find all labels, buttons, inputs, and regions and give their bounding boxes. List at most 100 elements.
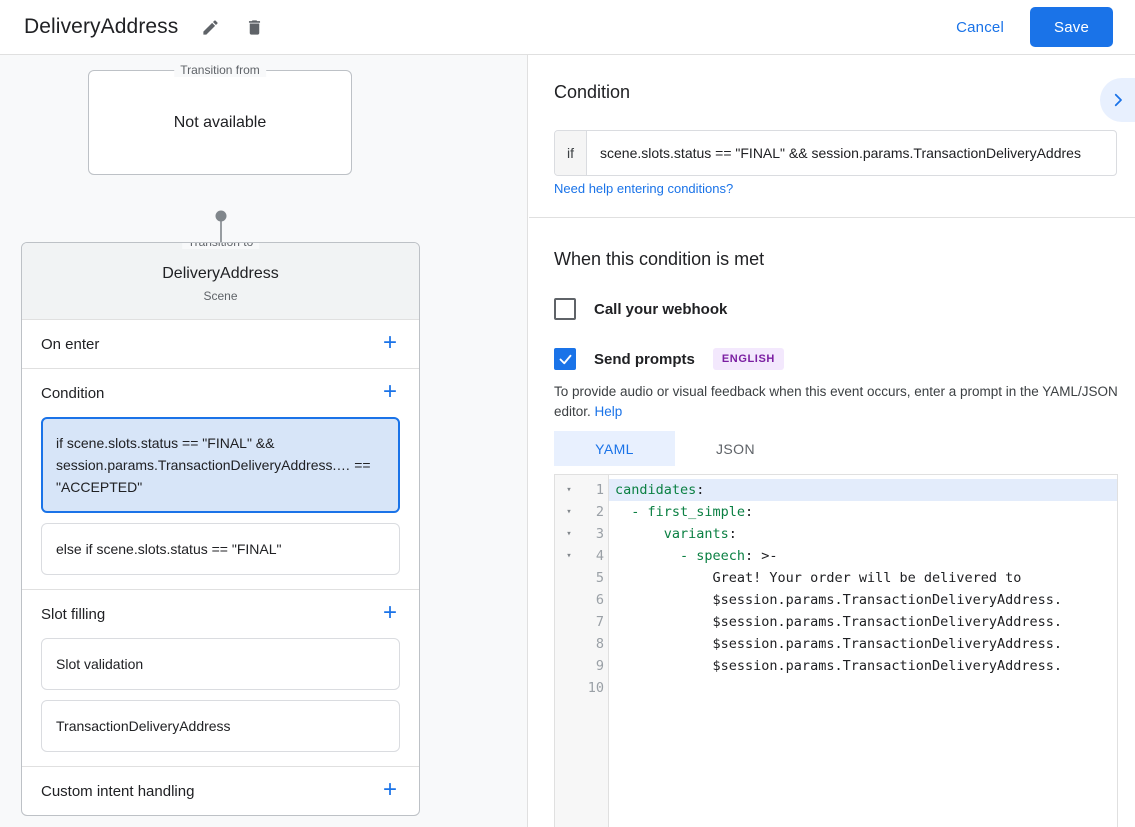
fold-toggle-icon[interactable]: ▾ bbox=[566, 485, 572, 495]
section-header: Custom intent handling + bbox=[22, 767, 419, 815]
tab-json[interactable]: JSON bbox=[716, 440, 755, 457]
condition-block: Condition if scene.slots.status == "FINA… bbox=[529, 55, 1135, 218]
code-line[interactable]: $session.params.TransactionDeliveryAddre… bbox=[609, 655, 1117, 677]
code-line[interactable]: candidates: bbox=[609, 479, 1117, 501]
call-webhook-label: Call your webhook bbox=[594, 300, 728, 318]
list-item-selected[interactable]: if scene.slots.status == "FINAL" && sess… bbox=[41, 417, 400, 513]
condition-detail-panel: Condition if scene.slots.status == "FINA… bbox=[529, 55, 1135, 827]
code-line-numbers: 1 2 3 4 5 6 7 8 9 10 bbox=[583, 475, 609, 827]
line-number: 3 bbox=[595, 526, 604, 542]
send-prompts-checkbox[interactable] bbox=[554, 348, 576, 370]
add-item-plus-icon[interactable]: + bbox=[382, 776, 397, 803]
yaml-code-editor[interactable]: ▾ ▾ ▾ ▾ 1 2 3 4 5 6 7 8 9 10 candidates: - first_sim… bbox=[554, 474, 1118, 827]
scene-graph-panel: Transition from Not available Transition… bbox=[0, 55, 528, 827]
line-number: 8 bbox=[595, 636, 604, 652]
prompt-description: To provide audio or visual feedback when… bbox=[554, 382, 1120, 422]
yaml-punct: : bbox=[745, 504, 754, 520]
list-item[interactable]: else if scene.slots.status == "FINAL" bbox=[41, 523, 400, 575]
fold-toggle-icon[interactable]: ▾ bbox=[566, 507, 572, 517]
section-header: On enter + bbox=[22, 320, 419, 368]
code-line[interactable] bbox=[609, 677, 1117, 699]
line-number: 6 bbox=[595, 592, 604, 608]
prompt-description-text: To provide audio or visual feedback when… bbox=[554, 384, 1118, 419]
section-title: Custom intent handling bbox=[41, 782, 195, 800]
call-webhook-checkbox[interactable] bbox=[554, 298, 576, 320]
fold-toggle-icon[interactable]: ▾ bbox=[566, 551, 572, 561]
fold-gutter-blank bbox=[555, 589, 583, 611]
add-item-plus-icon[interactable]: + bbox=[382, 378, 397, 405]
section-title: Condition bbox=[41, 384, 105, 402]
condition-expression-value[interactable]: scene.slots.status == "FINAL" && session… bbox=[600, 145, 1081, 161]
yaml-text: $session.params.TransactionDeliveryAddre… bbox=[615, 636, 1063, 652]
list-item[interactable]: TransactionDeliveryAddress bbox=[41, 700, 400, 752]
transition-from-value: Not available bbox=[173, 113, 267, 131]
code-line[interactable]: $session.params.TransactionDeliveryAddre… bbox=[609, 611, 1117, 633]
line-number: 10 bbox=[587, 680, 604, 696]
check-icon bbox=[559, 354, 571, 364]
fold-gutter-blank bbox=[555, 611, 583, 633]
section-title: On enter bbox=[41, 335, 100, 353]
send-prompts-label: Send prompts bbox=[594, 350, 695, 368]
condition-help-link[interactable]: Need help entering conditions? bbox=[554, 181, 734, 196]
editor-format-tabs: YAML JSON bbox=[554, 431, 796, 466]
code-line[interactable]: variants: bbox=[609, 523, 1117, 545]
send-prompts-checkbox-row[interactable]: Send prompts ENGLISH bbox=[554, 348, 784, 370]
condition-input[interactable]: if scene.slots.status == "FINAL" && sess… bbox=[554, 130, 1117, 176]
cancel-button[interactable]: Cancel bbox=[944, 10, 1016, 45]
code-content[interactable]: candidates: - first_simple: variants: - … bbox=[609, 475, 1117, 827]
code-line[interactable]: $session.params.TransactionDeliveryAddre… bbox=[609, 633, 1117, 655]
chevron-right-icon[interactable] bbox=[1100, 78, 1135, 122]
section-header: Condition + bbox=[22, 369, 419, 417]
fold-gutter-blank bbox=[555, 567, 583, 589]
tab-yaml[interactable]: YAML bbox=[554, 431, 675, 466]
add-item-plus-icon[interactable]: + bbox=[382, 599, 397, 626]
language-badge: ENGLISH bbox=[712, 348, 784, 370]
section-header: Slot filling + bbox=[22, 590, 419, 638]
code-line[interactable]: $session.params.TransactionDeliveryAddre… bbox=[609, 589, 1117, 611]
fold-gutter-blank bbox=[555, 677, 583, 699]
top-app-bar: DeliveryAddress Cancel Save bbox=[0, 0, 1135, 55]
list-item[interactable]: Slot validation bbox=[41, 638, 400, 690]
condition-heading: Condition bbox=[554, 82, 631, 102]
save-button[interactable]: Save bbox=[1030, 7, 1113, 47]
fold-toggle-icon[interactable]: ▾ bbox=[566, 529, 572, 539]
fold-gutter-blank bbox=[555, 655, 583, 677]
yaml-text: $session.params.TransactionDeliveryAddre… bbox=[615, 658, 1063, 674]
code-line[interactable]: - first_simple: bbox=[609, 501, 1117, 523]
scene-header[interactable]: DeliveryAddress Scene bbox=[22, 243, 419, 320]
pencil-icon[interactable] bbox=[198, 15, 222, 39]
section-items: if scene.slots.status == "FINAL" && sess… bbox=[22, 417, 419, 589]
transition-from-legend: Transition from bbox=[174, 63, 266, 77]
yaml-punct: : bbox=[696, 482, 705, 498]
line-number: 4 bbox=[595, 548, 604, 564]
yaml-text: Great! Your order will be delivered to bbox=[615, 570, 1022, 586]
section-title: Slot filling bbox=[41, 605, 106, 623]
yaml-key: candidates bbox=[615, 482, 697, 498]
yaml-text: $session.params.TransactionDeliveryAddre… bbox=[615, 614, 1063, 630]
transition-from-box: Transition from Not available bbox=[88, 63, 352, 175]
when-condition-met-heading: When this condition is met bbox=[554, 249, 765, 269]
webhook-checkbox-row[interactable]: Call your webhook bbox=[554, 298, 727, 320]
line-number: 9 bbox=[595, 658, 604, 674]
yaml-text: $session.params.TransactionDeliveryAddre… bbox=[615, 592, 1063, 608]
line-number: 5 bbox=[595, 570, 604, 586]
scene-section: On enter + bbox=[22, 320, 419, 369]
code-line[interactable]: - speech: >- bbox=[609, 545, 1117, 567]
transition-to-legend: Transition to bbox=[181, 243, 260, 249]
scene-name: DeliveryAddress bbox=[162, 265, 279, 282]
line-number: 1 bbox=[595, 482, 604, 498]
scene-type-label: Scene bbox=[203, 289, 238, 303]
scene-section: Custom intent handling + bbox=[22, 767, 419, 815]
yaml-key: variants bbox=[615, 526, 729, 542]
trash-icon[interactable] bbox=[242, 15, 266, 39]
line-number: 2 bbox=[595, 504, 604, 520]
code-fold-gutter[interactable]: ▾ ▾ ▾ ▾ bbox=[555, 475, 583, 827]
code-line[interactable]: Great! Your order will be delivered to bbox=[609, 567, 1117, 589]
add-item-plus-icon[interactable]: + bbox=[382, 329, 397, 356]
page-title: DeliveryAddress bbox=[24, 15, 179, 38]
line-number: 7 bbox=[595, 614, 604, 630]
transition-to-card: Transition to DeliveryAddress Scene On e… bbox=[21, 242, 420, 816]
prompt-help-link[interactable]: Help bbox=[594, 404, 623, 419]
